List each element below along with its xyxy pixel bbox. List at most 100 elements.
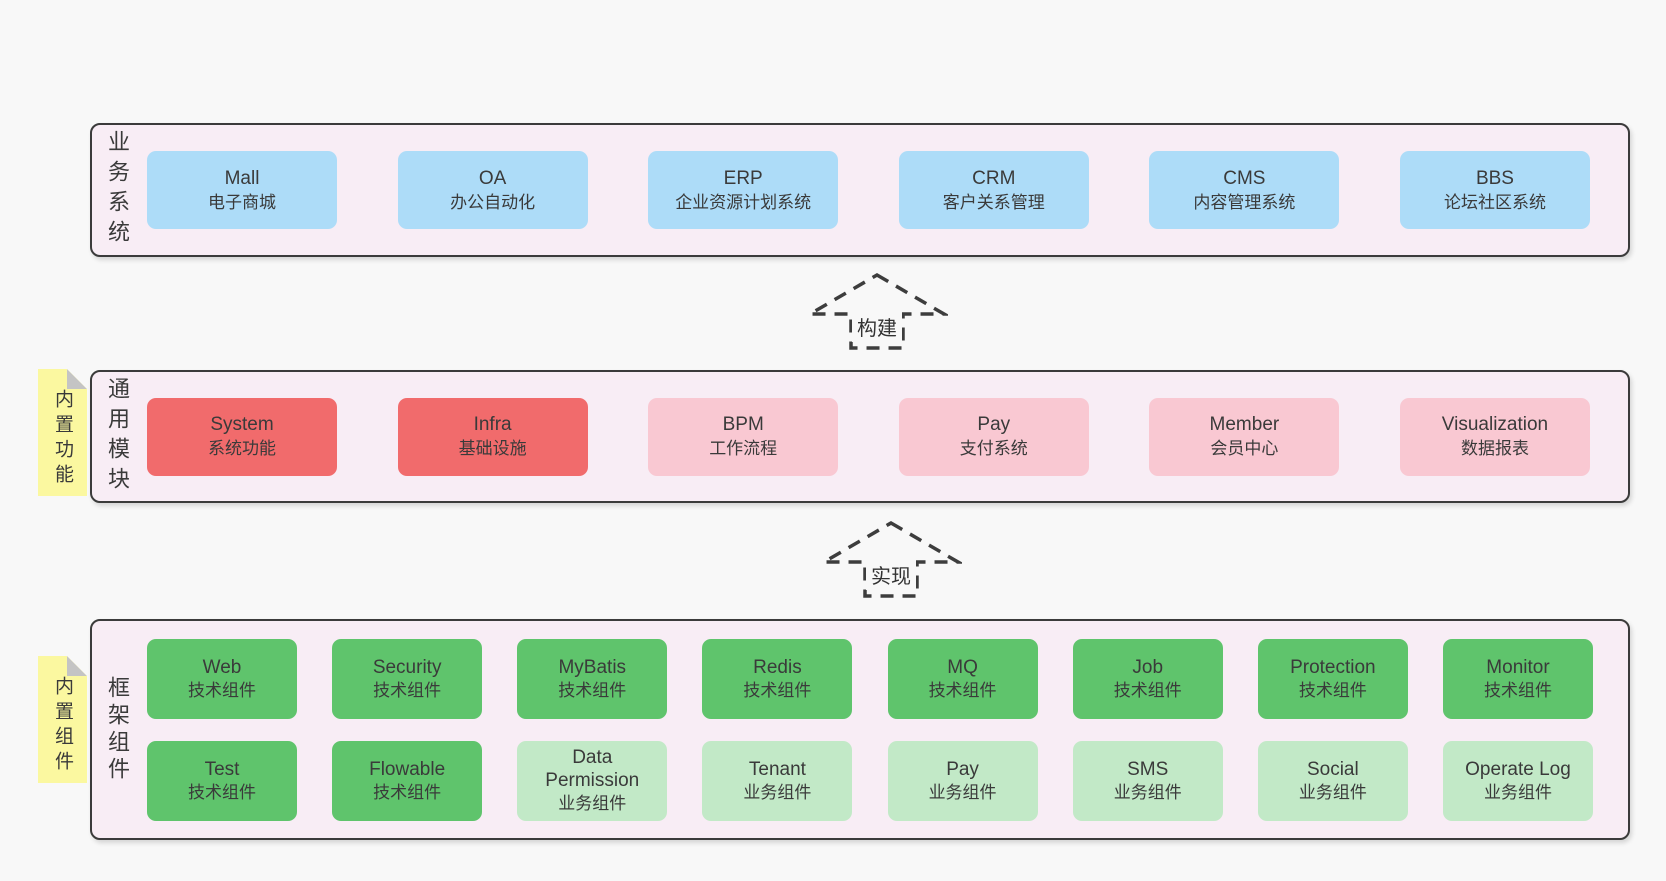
- arrow-build: 构建: [806, 271, 948, 352]
- box-subtitle: 会员中心: [1210, 439, 1279, 459]
- band-label-framework-components: 框架组件: [105, 675, 130, 784]
- box-subtitle: 基础设施: [458, 439, 527, 459]
- box-title: Test: [204, 758, 240, 780]
- box-subtitle: 工作流程: [709, 439, 778, 459]
- box-test: Test 技术组件: [147, 740, 297, 821]
- band-framework-components: 框架组件 Web 技术组件 Security 技术组件 MyBatis 技术组件…: [90, 619, 1630, 840]
- box-subtitle: 技术组件: [188, 782, 256, 802]
- box-subtitle: 技术组件: [188, 680, 256, 700]
- box-protection: Protection 技术组件: [1257, 638, 1408, 719]
- box-member: Member 会员中心: [1149, 397, 1340, 476]
- box-subtitle: 论坛社区系统: [1443, 192, 1546, 212]
- box-subtitle: 企业资源计划系统: [675, 192, 812, 212]
- box-bpm: BPM 工作流程: [648, 397, 839, 476]
- box-data-permission: Data Permission 业务组件: [517, 740, 668, 821]
- box-title: Pay: [946, 758, 979, 780]
- box-title: Flowable: [369, 758, 446, 780]
- box-subtitle: 技术组件: [373, 782, 442, 802]
- box-title: OA: [478, 167, 507, 189]
- sticky-fold-corner: [67, 656, 87, 676]
- sticky-label: 内置组件: [52, 675, 73, 776]
- box-sms: SMS 业务组件: [1072, 740, 1223, 821]
- box-infra: Infra 基础设施: [397, 397, 588, 476]
- sticky-label: 内置功能: [52, 388, 73, 489]
- box-subtitle: 客户关系管理: [942, 192, 1045, 212]
- box-system: System 系统功能: [147, 397, 337, 476]
- box-subtitle: 技术组件: [373, 680, 442, 700]
- box-subtitle: 技术组件: [743, 680, 812, 700]
- box-title: MyBatis: [558, 656, 627, 678]
- box-title: Monitor: [1486, 656, 1550, 678]
- box-pay: Pay 支付系统: [898, 397, 1089, 476]
- box-operate-log: Operate Log 业务组件: [1442, 740, 1593, 821]
- box-title: Data Permission: [545, 746, 640, 792]
- arrow-label-build: 构建: [852, 311, 902, 342]
- band3-box-rows: Web 技术组件 Security 技术组件 MyBatis 技术组件 Redi…: [147, 621, 1593, 838]
- box-tenant: Tenant 业务组件: [702, 740, 853, 821]
- band-label-business-systems: 业务系统: [105, 130, 130, 250]
- sticky-note-builtin-components: 内置组件: [38, 656, 87, 783]
- box-subtitle: 技术组件: [1113, 680, 1182, 700]
- box-title: Job: [1132, 656, 1164, 678]
- band-common-modules: 通用模块 System 系统功能 Infra 基础设施 BPM 工作流程 Pay…: [90, 370, 1630, 503]
- box-subtitle: 系统功能: [208, 439, 276, 459]
- sticky-note-builtin-features: 内置功能: [38, 369, 87, 496]
- box-flowable: Flowable 技术组件: [332, 740, 483, 821]
- box-subtitle: 数据报表: [1460, 439, 1529, 459]
- box-web: Web 技术组件: [147, 638, 297, 719]
- box-title: Visualization: [1441, 414, 1549, 436]
- arrow-implement: 实现: [820, 519, 962, 600]
- box-title: Infra: [473, 414, 512, 436]
- box-title: Operate Log: [1465, 758, 1571, 780]
- box-social: Social 业务组件: [1257, 740, 1408, 821]
- box-subtitle: 技术组件: [1298, 680, 1367, 700]
- box-subtitle: 业务组件: [743, 782, 812, 802]
- box-visualization: Visualization 数据报表: [1399, 397, 1590, 476]
- box-job: Job 技术组件: [1072, 638, 1223, 719]
- box-title: Member: [1209, 414, 1280, 436]
- box-crm: CRM 客户关系管理: [898, 151, 1089, 229]
- arrow-label-implement: 实现: [866, 559, 916, 590]
- dashed-block-arrow-up-icon: [806, 272, 948, 350]
- box-subtitle: 业务组件: [1113, 782, 1182, 802]
- box-mq: MQ 技术组件: [887, 638, 1038, 719]
- box-title: SMS: [1127, 758, 1169, 780]
- box-title: MQ: [947, 656, 978, 678]
- box-oa: OA 办公自动化: [397, 151, 588, 229]
- box-subtitle: 业务组件: [1298, 782, 1367, 802]
- box-subtitle: 业务组件: [928, 782, 997, 802]
- box-title: Security: [372, 656, 442, 678]
- box-redis: Redis 技术组件: [702, 638, 853, 719]
- box-title: ERP: [723, 167, 763, 189]
- box-title: Social: [1306, 758, 1359, 780]
- box-title: Web: [202, 656, 242, 678]
- box-title: Mall: [224, 167, 260, 189]
- box-subtitle: 办公自动化: [450, 192, 536, 212]
- box-mybatis: MyBatis 技术组件: [517, 638, 668, 719]
- sticky-fold-corner: [67, 369, 87, 389]
- box-title: Redis: [753, 656, 802, 678]
- box-subtitle: 技术组件: [928, 680, 997, 700]
- box-subtitle: 技术组件: [1483, 680, 1552, 700]
- band-label-common-modules: 通用模块: [105, 376, 130, 497]
- band3-row-2: Test 技术组件 Flowable 技术组件 Data Permission …: [147, 740, 1593, 821]
- box-subtitle: 电子商城: [208, 192, 276, 212]
- box-title: BBS: [1475, 167, 1514, 189]
- box-pay-component: Pay 业务组件: [887, 740, 1038, 821]
- box-title: BPM: [722, 414, 764, 436]
- box-mall: Mall 电子商城: [147, 151, 337, 229]
- box-subtitle: 技术组件: [558, 680, 627, 700]
- box-erp: ERP 企业资源计划系统: [648, 151, 839, 229]
- box-title: Tenant: [748, 758, 806, 780]
- box-subtitle: 内容管理系统: [1193, 192, 1296, 212]
- box-title: CMS: [1223, 167, 1266, 189]
- box-title: Protection: [1290, 656, 1376, 678]
- box-title: Pay: [977, 414, 1011, 436]
- box-subtitle: 业务组件: [558, 794, 627, 814]
- band2-box-row: System 系统功能 Infra 基础设施 BPM 工作流程 Pay 支付系统…: [147, 372, 1590, 501]
- band3-row-1: Web 技术组件 Security 技术组件 MyBatis 技术组件 Redi…: [147, 638, 1593, 719]
- box-title: System: [210, 414, 274, 436]
- box-title: CRM: [972, 167, 1016, 189]
- box-monitor: Monitor 技术组件: [1442, 638, 1593, 719]
- band-business-systems: 业务系统 Mall 电子商城 OA 办公自动化 ERP 企业资源计划系统 CRM…: [90, 123, 1630, 257]
